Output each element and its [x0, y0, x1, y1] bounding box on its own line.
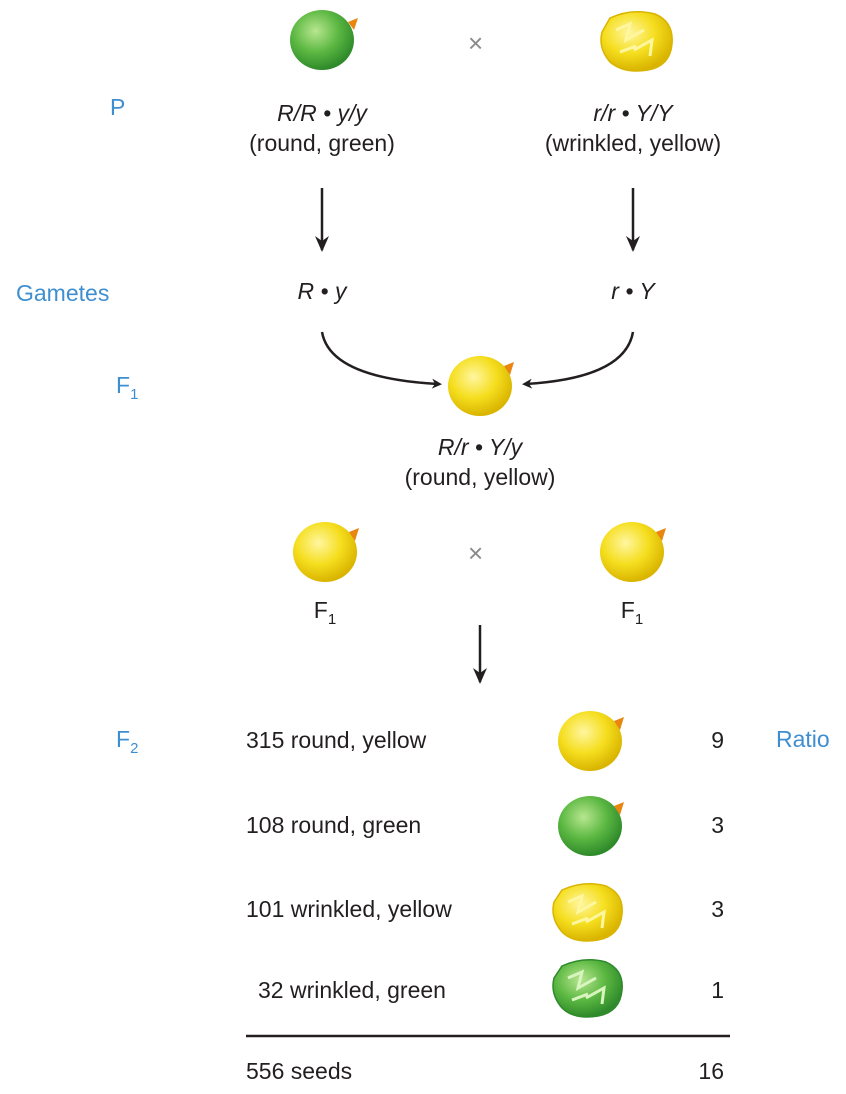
gamete-left: R • y: [297, 278, 347, 304]
f2-seed-wrinkled-green-icon: [552, 959, 623, 1018]
f2-row-label: 101 wrinkled, yellow: [246, 896, 452, 922]
parent-left-genotype: R/R • y/y: [277, 100, 367, 126]
f1-cross-seed-right-icon: [600, 522, 666, 582]
f1-seed-round-yellow-icon: [448, 356, 514, 416]
f2-seed-round-green-icon: [558, 796, 624, 856]
f2-seed-wrinkled-yellow-icon: [552, 883, 623, 942]
parent-left-phenotype: (round, green): [249, 130, 395, 156]
f2-row-label: 108 round, green: [246, 812, 422, 838]
f1-phenotype: (round, yellow): [404, 464, 556, 490]
f2-row-ratio: 3: [711, 896, 724, 922]
ratio-header: Ratio: [776, 726, 830, 752]
f2-seed-round-yellow-icon: [558, 711, 624, 771]
f1-cross-seed-left-icon: [293, 522, 359, 582]
arrow-gamete-left: [320, 331, 442, 389]
f2-row-ratio: 9: [711, 727, 724, 753]
generation-label-f2: F2: [116, 726, 139, 757]
arrow-gamete-right: [522, 331, 635, 389]
f2-row-label: 32 wrinkled, green: [258, 977, 446, 1003]
cross-symbol-f1: ×: [468, 538, 484, 568]
generation-label-f1: F1: [116, 372, 139, 403]
f2-row-label: 315 round, yellow: [246, 727, 427, 753]
gamete-right: r • Y: [611, 278, 655, 304]
f2-row-ratio: 1: [711, 977, 724, 1003]
parent-seed-wrinkled-yellow-icon: [600, 11, 673, 72]
f2-row-ratio: 3: [711, 812, 724, 838]
parent-seed-round-green-icon: [290, 10, 358, 70]
generation-label-gametes: Gametes: [16, 280, 110, 306]
f1-genotype: R/r • Y/y: [437, 434, 523, 460]
f1-cross-right-label: F1: [620, 597, 644, 628]
parent-right-genotype: r/r • Y/Y: [593, 100, 673, 126]
f1-cross-left-label: F1: [313, 597, 337, 628]
total-label: 556 seeds: [246, 1058, 353, 1084]
parent-right-phenotype: (wrinkled, yellow): [544, 130, 722, 156]
total-ratio: 16: [698, 1058, 724, 1084]
generation-label-p: P: [110, 94, 126, 120]
cross-symbol-p: ×: [468, 28, 484, 58]
